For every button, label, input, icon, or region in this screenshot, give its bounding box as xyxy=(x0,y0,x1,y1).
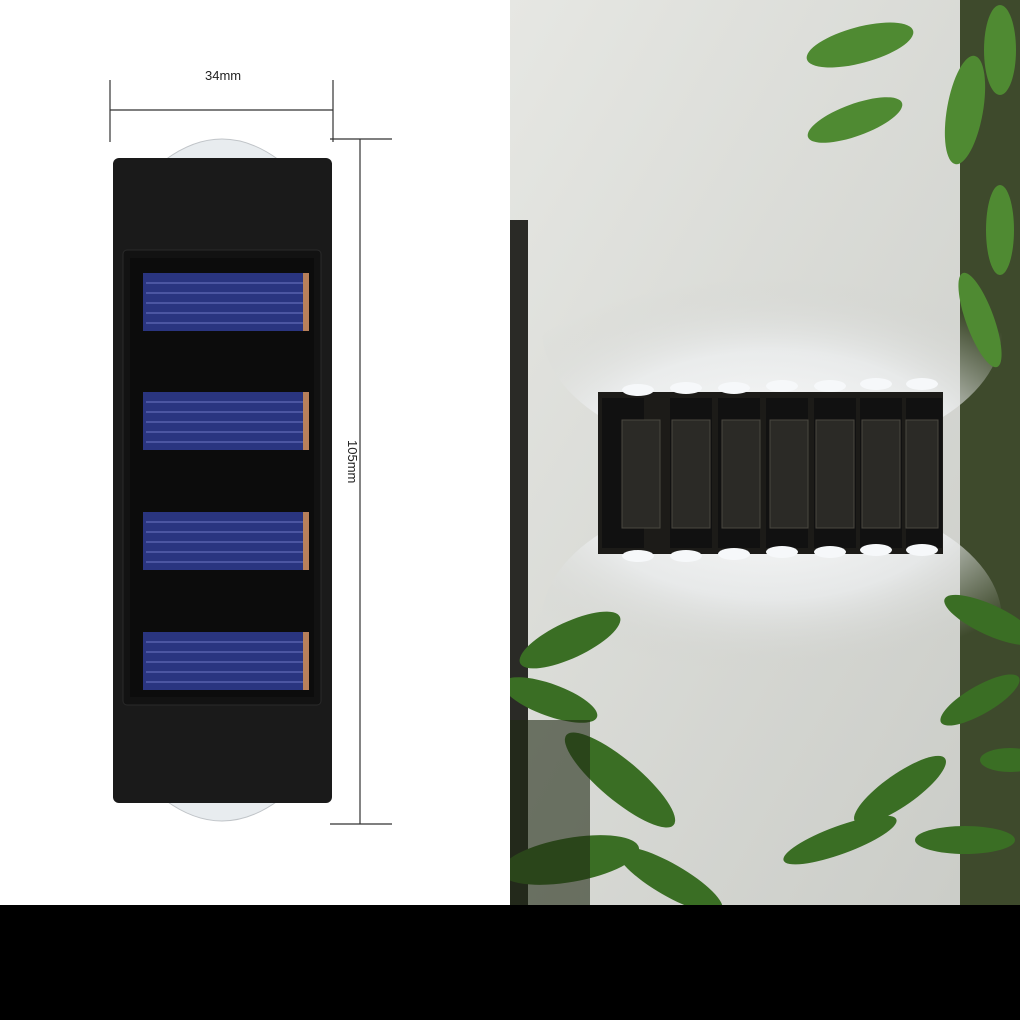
solar-cell xyxy=(143,273,309,331)
fixtures-row xyxy=(598,378,943,562)
height-dimension-label: 105mm xyxy=(345,440,360,484)
photo-scene xyxy=(510,0,1020,905)
light-beam-down xyxy=(542,490,1002,750)
bottom-lens xyxy=(163,799,281,822)
solar-cell xyxy=(143,512,309,570)
width-dimension-label: 34mm xyxy=(205,68,242,83)
dimension-drawing xyxy=(109,80,392,825)
top-lens xyxy=(163,138,281,161)
bottom-bar xyxy=(0,905,1020,1020)
solar-cell xyxy=(143,632,309,690)
installed-photo xyxy=(510,0,1020,905)
product-diagram: 34mm 105mm xyxy=(0,0,510,905)
solar-cell xyxy=(143,392,309,450)
solar-inner xyxy=(130,258,314,697)
foliage xyxy=(510,5,1020,905)
